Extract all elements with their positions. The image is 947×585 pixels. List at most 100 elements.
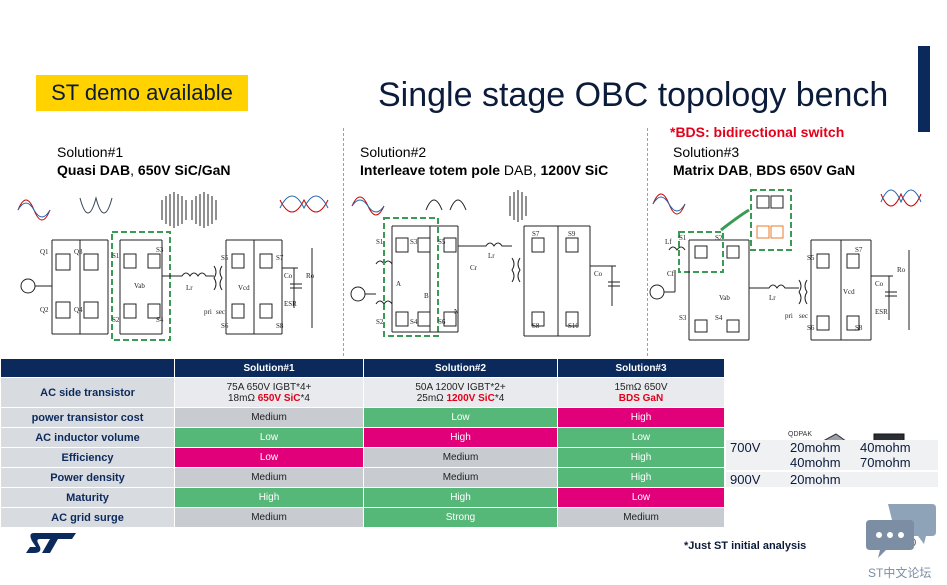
tolt-cell [856,471,938,489]
solution-3-header: Solution#3 Matrix DAB, BDS 650V GaN [673,143,855,179]
svg-text:S5: S5 [221,254,229,262]
svg-text:Lr: Lr [769,294,776,302]
svg-text:S7: S7 [855,246,863,254]
row-label: Power density [0,467,175,488]
cell-s1-ac-side: 75A 650V IGBT*4+ 18mΩ 650V SiC*4 [174,377,364,408]
cell-s3-ac-side: 15mΩ 650V BDS GaN [557,377,725,408]
qdpak-label: QDPAK [788,431,812,438]
svg-text:S4: S4 [715,314,723,322]
svg-text:Cr: Cr [470,264,478,272]
svg-text:S3: S3 [679,314,687,322]
chat-bubbles-icon[interactable] [866,502,938,560]
svg-text:S3: S3 [410,238,418,246]
rating-cell: Low [174,427,364,448]
svg-text:S4: S4 [410,318,418,326]
st-logo-icon [26,533,76,553]
svg-text:Q3: Q3 [74,248,83,256]
solution-1-label: Solution#1 [57,144,124,160]
solution-2-header: Solution#2 Interleave totem pole DAB, 12… [360,143,608,179]
svg-text:S8: S8 [276,322,284,330]
accent-bar [918,46,930,132]
svg-text:Vcd: Vcd [238,284,250,292]
svg-text:S2: S2 [715,234,723,242]
row-label: AC inductor volume [0,427,175,448]
svg-text:Lr: Lr [186,284,193,292]
solution-1-header: Solution#1 Quasi DAB, 650V SiC/GaN [57,143,231,179]
rating-cell: Medium [174,407,364,428]
rating-cell: Medium [363,467,558,488]
svg-text:S1: S1 [376,238,384,246]
bds-note: *BDS: bidirectional switch [670,124,845,140]
qdpak-cell: 20mohm [786,471,856,489]
table-header-solution-1: Solution#1 [174,358,364,378]
rating-cell: Medium [363,447,558,468]
svg-text:Q2: Q2 [40,306,49,314]
cell-s2-ac-side: 50A 1200V IGBT*2+ 25mΩ 1200V SiC*4 [363,377,558,408]
svg-text:pri: pri [204,308,212,316]
rating-cell: Low [557,487,725,508]
svg-text:S5: S5 [807,254,815,262]
row-label: Maturity [0,487,175,508]
svg-text:S7: S7 [532,230,540,238]
rating-cell: High [174,487,364,508]
svg-text:Co: Co [875,280,884,288]
slide-title: Single stage OBC topology bench [378,76,889,114]
svg-text:S2: S2 [376,318,384,326]
rating-cell: Medium [174,467,364,488]
package-row-900v: 900V 20mohm [726,471,938,489]
svg-text:Lf: Lf [665,238,672,246]
svg-text:S10: S10 [568,322,579,330]
svg-text:Co: Co [594,270,603,278]
svg-text:ESR: ESR [284,300,297,308]
svg-text:S2: S2 [112,316,120,324]
svg-text:Ro: Ro [897,266,906,274]
svg-text:S8: S8 [532,322,540,330]
demo-badge: ST demo available [36,75,248,111]
svg-text:S6: S6 [807,324,815,332]
voltage-cell: 700V [726,440,786,472]
rating-cell: High [363,487,558,508]
svg-text:Q4: Q4 [74,306,83,314]
rating-cell: Medium [174,507,364,528]
solution-3-label: Solution#3 [673,144,740,160]
rating-cell: Low [363,407,558,428]
column-divider-2 [647,128,648,356]
table-header-row: Solution#1 Solution#2 Solution#3 [0,358,725,378]
footnote: *Just ST initial analysis [684,540,807,552]
svg-text:Cf: Cf [667,270,675,278]
table-row-ac-side-transistor: AC side transistor 75A 650V IGBT*4+ 18mΩ… [0,377,725,408]
comparison-table: Solution#1 Solution#2 Solution#3 AC side… [0,358,725,528]
svg-text:S6: S6 [221,322,229,330]
svg-text:S3: S3 [156,246,164,254]
svg-text:S1: S1 [679,234,687,242]
rating-cell: High [557,467,725,488]
column-divider-1 [343,128,344,356]
svg-text:sec: sec [216,308,225,316]
svg-text:S9: S9 [568,230,576,238]
svg-text:S4: S4 [156,316,164,324]
rating-cell: High [557,407,725,428]
svg-text:Vab: Vab [719,294,730,302]
svg-text:S1: S1 [112,252,120,260]
rating-cell: Low [557,427,725,448]
svg-text:Vcd: Vcd [843,288,855,296]
svg-text:S8: S8 [855,324,863,332]
rating-cell: Low [174,447,364,468]
svg-text:S5: S5 [438,238,446,246]
rating-cell: High [363,427,558,448]
row-label: power transistor cost [0,407,175,428]
svg-text:pri: pri [785,312,793,320]
svg-text:N: N [454,308,459,316]
rating-cell: High [557,447,725,468]
svg-text:Lr: Lr [488,252,495,260]
